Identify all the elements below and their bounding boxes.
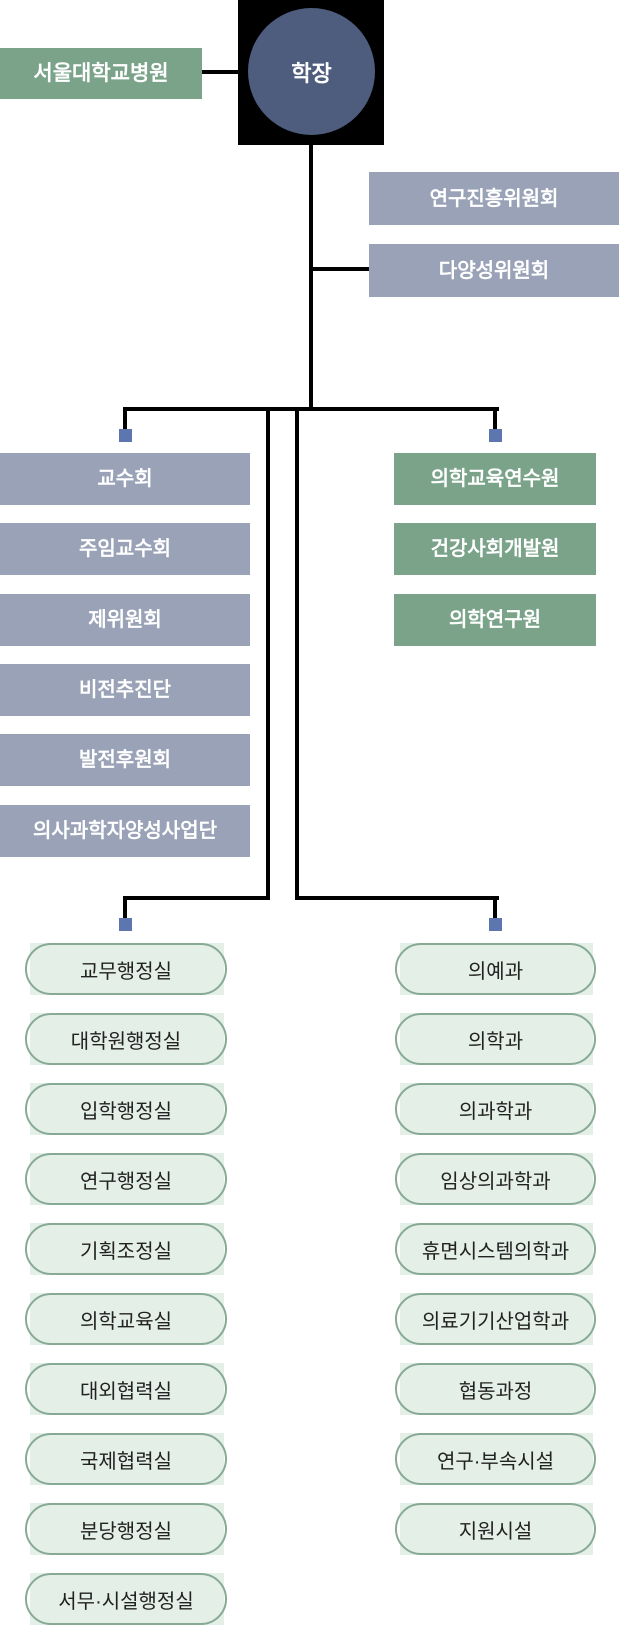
connector-square-left-upper [119, 429, 132, 442]
connector-square-left-lower [119, 918, 132, 931]
hospital-node: 서울대학교병원 [0, 48, 202, 99]
office-label: 입학행정실 [80, 1100, 172, 1123]
office-label: 교무행정실 [80, 960, 172, 983]
department-node: 연구·부속시설 [395, 1433, 596, 1485]
left-branch-label: 교수회 [97, 468, 153, 490]
department-node: 지원시설 [395, 1503, 596, 1555]
department-label: 협동과정 [458, 1380, 533, 1403]
office-label: 연구행정실 [80, 1170, 172, 1193]
connector-square-right-upper [489, 429, 502, 442]
department-node: 의예과 [395, 943, 596, 995]
department-label: 임상의과학과 [440, 1170, 551, 1193]
right-branch-node: 의학연구원 [394, 594, 596, 646]
right-branch-label: 의학연구원 [449, 609, 541, 631]
office-node: 입학행정실 [25, 1083, 227, 1135]
office-label: 대외협력실 [80, 1380, 172, 1403]
office-label: 서무·시설행정실 [58, 1590, 194, 1613]
left-branch-node: 제위원회 [0, 594, 250, 646]
right-branch-node: 의학교육연수원 [394, 453, 596, 505]
office-node: 분당행정실 [25, 1503, 227, 1555]
left-branch-node: 의사과학자양성사업단 [0, 805, 250, 857]
department-label: 의과학과 [458, 1100, 533, 1123]
office-node: 의학교육실 [25, 1293, 227, 1345]
department-label: 연구·부속시설 [436, 1450, 555, 1473]
hospital-root-connector-line [202, 70, 238, 74]
office-node: 대외협력실 [25, 1363, 227, 1415]
left-branch-label: 비전추진단 [79, 679, 171, 701]
office-node: 교무행정실 [25, 943, 227, 995]
department-label: 휴면시스템의학과 [421, 1240, 570, 1263]
department-node: 협동과정 [395, 1363, 596, 1415]
department-label: 의예과 [467, 960, 524, 983]
left-branch-label: 발전후원회 [79, 749, 171, 771]
left-branch-node: 주임교수회 [0, 523, 250, 575]
mid-left-vertical-line [266, 407, 270, 900]
committee-label: 연구진흥위원회 [429, 187, 559, 210]
branch2-left-drop-line [123, 896, 127, 920]
office-node: 대학원행정실 [25, 1013, 227, 1065]
department-node: 의과학과 [395, 1083, 596, 1135]
right-branch-label: 건강사회개발원 [430, 538, 560, 560]
left-branch-label: 주임교수회 [79, 538, 171, 560]
left-branch-node: 비전추진단 [0, 664, 250, 716]
left-branch-node: 교수회 [0, 453, 250, 505]
department-label: 의학과 [467, 1030, 524, 1053]
right-branch-label: 의학교육연수원 [430, 468, 560, 490]
office-label: 분당행정실 [80, 1520, 172, 1543]
branch1-right-drop-line [493, 407, 497, 429]
hospital-label: 서울대학교병원 [33, 61, 169, 85]
branch2-left-horizontal-line [123, 896, 270, 900]
left-branch-node: 발전후원회 [0, 734, 250, 786]
branch1-left-drop-line [123, 407, 127, 429]
department-node: 휴면시스템의학과 [395, 1223, 596, 1275]
committee-label: 다양성위원회 [438, 259, 550, 282]
department-node: 의학과 [395, 1013, 596, 1065]
right-branch-node: 건강사회개발원 [394, 523, 596, 575]
branch2-right-drop-line [493, 896, 497, 920]
office-label: 대학원행정실 [70, 1030, 182, 1053]
branch2-right-horizontal-line [295, 896, 499, 900]
office-node: 국제협력실 [25, 1433, 227, 1485]
dean-node: 학장 [248, 8, 375, 135]
office-label: 기획조정실 [80, 1240, 172, 1263]
department-node: 의료기기산업학과 [395, 1293, 596, 1345]
connector-square-right-lower [489, 918, 502, 931]
mid-right-vertical-line [295, 407, 299, 900]
office-node: 연구행정실 [25, 1153, 227, 1205]
committee-node: 다양성위원회 [369, 244, 619, 297]
left-branch-label: 의사과학자양성사업단 [33, 820, 217, 842]
department-node: 임상의과학과 [395, 1153, 596, 1205]
department-label: 지원시설 [458, 1520, 533, 1543]
committee-node: 연구진흥위원회 [369, 172, 619, 225]
office-node: 서무·시설행정실 [25, 1573, 227, 1625]
branch1-horizontal-line [123, 407, 499, 411]
department-label: 의료기기산업학과 [421, 1310, 570, 1333]
office-label: 의학교육실 [80, 1310, 172, 1333]
dean-label: 학장 [291, 60, 332, 86]
left-branch-label: 제위원회 [88, 609, 162, 631]
office-label: 국제협력실 [80, 1450, 172, 1473]
committee-connector-line [311, 267, 369, 271]
office-node: 기획조정실 [25, 1223, 227, 1275]
